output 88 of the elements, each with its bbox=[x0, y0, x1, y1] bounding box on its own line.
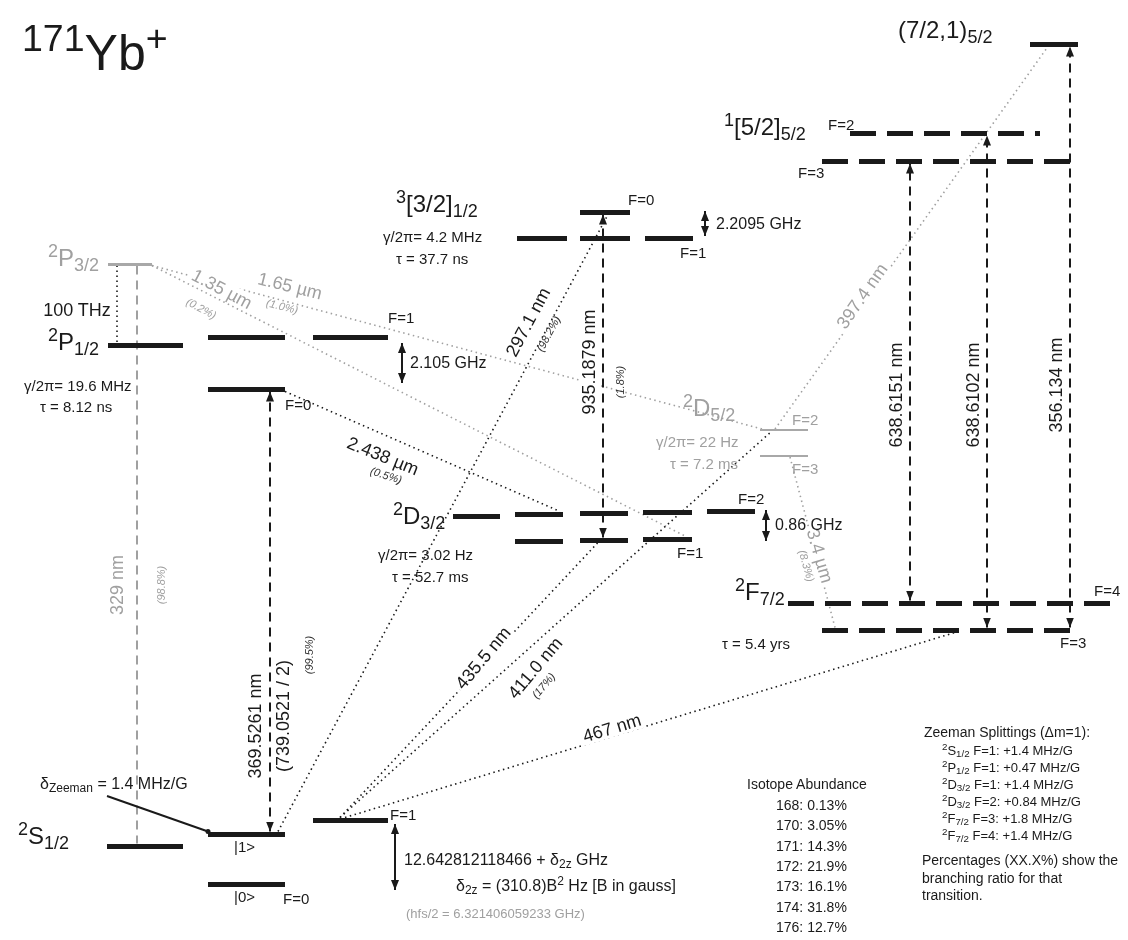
quantum-number-label: F=3 bbox=[792, 460, 819, 479]
edge-label: 329 nm bbox=[108, 553, 126, 617]
edge-label: 638.6102 nm bbox=[964, 340, 982, 450]
level-parameter: γ/2π= 3.02 Hz bbox=[378, 546, 473, 565]
wavelength-note: (739.0521 / 2) bbox=[271, 659, 294, 773]
branching-ratio: (1.8%) bbox=[614, 365, 628, 399]
note-text: (hfs/2 = 6.321406059233 GHz) bbox=[406, 906, 585, 923]
quantum-number-label: F=0 bbox=[285, 396, 312, 415]
transition-line bbox=[136, 264, 138, 845]
level-name: $^{3}$[3/2]$_{1/2}$ bbox=[396, 192, 478, 216]
transition-line bbox=[339, 430, 773, 819]
branching-ratio: (98.8%) bbox=[155, 565, 169, 605]
quantum-number-label: F=2 bbox=[792, 411, 819, 430]
level-parameter: τ = 7.2 ms bbox=[670, 455, 739, 474]
energy-level-line bbox=[208, 334, 388, 340]
transition-line bbox=[151, 264, 763, 430]
level-name: $^{2}$P$_{1/2}$ bbox=[48, 330, 100, 354]
edge-label: 369.5261 nm bbox=[246, 671, 264, 781]
transition-line bbox=[151, 264, 687, 538]
energy-level-line bbox=[760, 429, 808, 431]
table-row: $^{2}$S$_{1/2}$ F=1: +1.4 MHz/G bbox=[942, 743, 1073, 760]
transition-arrow bbox=[983, 134, 991, 629]
table-row: $^{2}$F$_{7/2}$ F=4: +1.4 MHz/G bbox=[942, 828, 1073, 845]
level-parameter: γ/2π= 19.6 MHz bbox=[24, 377, 132, 396]
level-name: $^{1}$[5/2]$_{5/2}$ bbox=[724, 115, 806, 139]
table-row: $^{2}$F$_{7/2}$ F=3: +1.8 MHz/G bbox=[942, 811, 1073, 828]
quantum-number-label: F=3 bbox=[798, 164, 825, 183]
table-row: 174: 31.8% bbox=[776, 898, 847, 916]
annotation-text: δ$_{Zeeman}$ = 1.4 MHz/G bbox=[40, 772, 220, 796]
transition-line bbox=[344, 631, 956, 819]
level-parameter: τ = 8.12 ns bbox=[40, 398, 113, 417]
table-heading: Isotope Abundance bbox=[747, 776, 867, 794]
energy-level-line bbox=[515, 508, 755, 517]
formula-text: δ$_{2z}$ = (310.8)B$^{2}$ Hz [B in gauss] bbox=[456, 876, 676, 896]
title-text: $^{171}$Yb$^{+}$ bbox=[22, 22, 168, 83]
table-row: $^{2}$D$_{3/2}$ F=2: +0.84 MHz/G bbox=[942, 794, 1081, 811]
level-parameter: γ/2π= 4.2 MHz bbox=[383, 228, 483, 247]
level-parameter: τ = 37.7 ns bbox=[396, 250, 469, 269]
level-name: $^{2}$D$_{5/2}$ bbox=[683, 396, 736, 420]
transition-arrow bbox=[906, 162, 914, 602]
splitting-label: 12.642812118466 + δ$_{2z}$ GHz bbox=[404, 850, 609, 870]
branching-ratio: (99.5%) bbox=[303, 635, 317, 675]
splitting-label: 2.2095 GHz bbox=[716, 214, 802, 234]
edge-label: 100 THz bbox=[41, 301, 113, 319]
table-row: 172: 21.9% bbox=[776, 857, 847, 876]
quantum-number-label: F=4 bbox=[1094, 582, 1121, 601]
quantum-number-label: F=1 bbox=[390, 806, 417, 825]
table-row: 171: 14.3% bbox=[776, 837, 847, 856]
level-name: $^{2}$P$_{3/2}$ bbox=[48, 246, 100, 270]
energy-level-line bbox=[208, 817, 388, 837]
transition-arrow bbox=[599, 213, 607, 539]
level-parameter: τ = 5.4 yrs bbox=[722, 635, 791, 654]
energy-level-line bbox=[760, 455, 808, 457]
quantum-number-label: F=0 bbox=[628, 191, 655, 210]
table-row: 176: 12.7% bbox=[776, 918, 847, 937]
level-name: $^{2}$S$_{1/2}$ bbox=[18, 824, 70, 848]
level-name: $^{2}$D$_{3/2}$ bbox=[393, 504, 446, 528]
quantum-number-label: |0> bbox=[234, 888, 255, 907]
energy-level-line bbox=[515, 536, 692, 544]
table-row: 173: 16.1% bbox=[776, 878, 847, 896]
energy-level-line bbox=[580, 235, 693, 241]
table-heading: Zeeman Splittings (Δm=1): bbox=[924, 724, 1091, 742]
quantum-number-label: F=0 bbox=[283, 890, 310, 909]
leader-line bbox=[106, 795, 211, 834]
table-row: $^{2}$D$_{3/2}$ F=1: +1.4 MHz/G bbox=[942, 777, 1074, 794]
quantum-number-label: F=1 bbox=[677, 544, 704, 563]
transition-arrow bbox=[1066, 45, 1074, 629]
edge-label: 638.6151 nm bbox=[887, 340, 905, 450]
level-parameter: τ = 52.7 ms bbox=[392, 568, 469, 587]
edge-label: 356.134 nm bbox=[1047, 335, 1065, 435]
quantum-number-label: F=1 bbox=[388, 309, 415, 328]
table-row: $^{2}$P$_{1/2}$ F=1: +0.47 MHz/G bbox=[942, 760, 1081, 777]
energy-level-line bbox=[108, 262, 152, 266]
level-name: (7/2,1)$_{5/2}$ bbox=[898, 18, 993, 42]
table-row: 168: 0.13% bbox=[776, 797, 847, 815]
splitting-label: 2.105 GHz bbox=[410, 353, 487, 373]
quantum-number-label: F=2 bbox=[738, 490, 765, 509]
footnote-text: Percentages (XX.X%) show the branching ratio for that transition. bbox=[922, 852, 1120, 905]
edge-label: 935.1879 nm bbox=[580, 307, 598, 417]
quantum-number-label: F=1 bbox=[680, 244, 707, 263]
transition-line bbox=[116, 264, 118, 344]
transition-arrow bbox=[266, 390, 274, 833]
quantum-number-label: F=3 bbox=[1060, 634, 1087, 653]
level-parameter: γ/2π= 22 Hz bbox=[656, 433, 739, 452]
table-row: 170: 3.05% bbox=[776, 817, 847, 835]
quantum-number-label: |1> bbox=[234, 838, 255, 857]
level-name: $^{2}$F$_{7/2}$ bbox=[735, 580, 785, 604]
quantum-number-label: F=2 bbox=[828, 116, 855, 135]
